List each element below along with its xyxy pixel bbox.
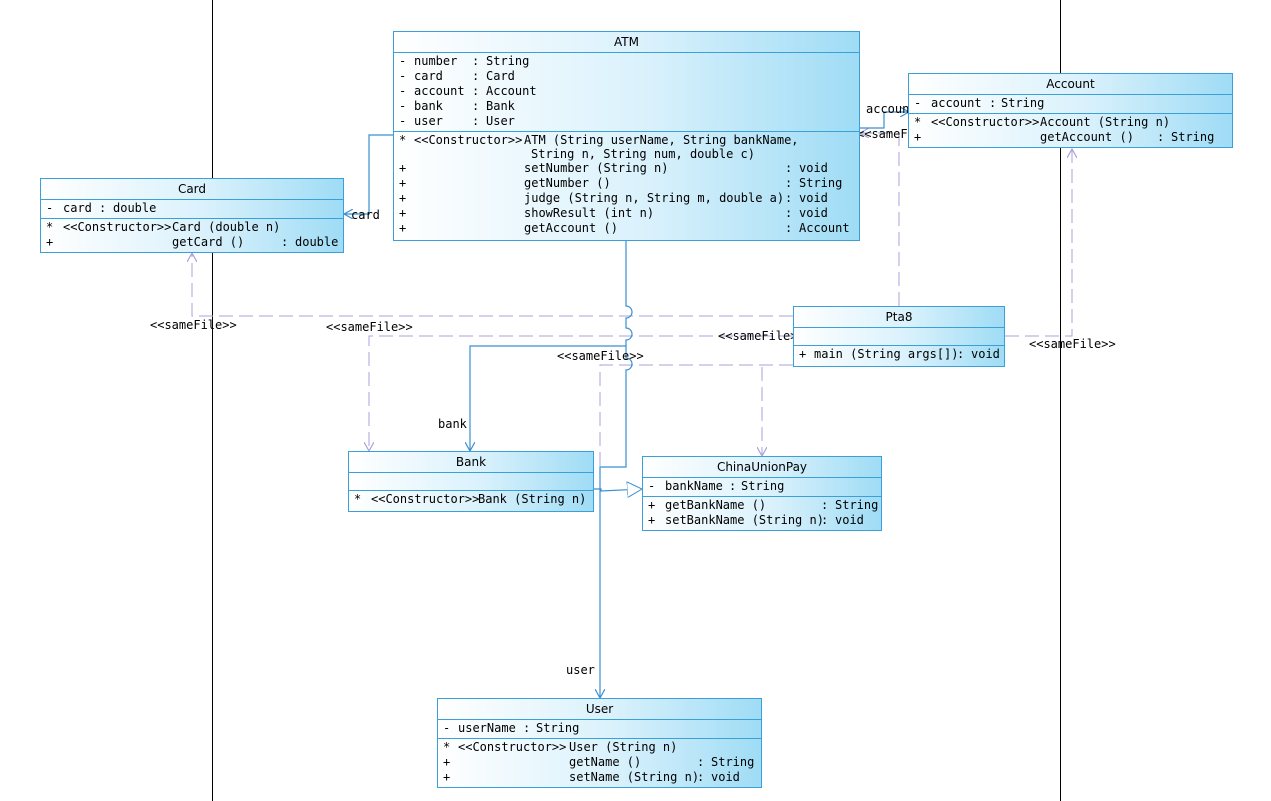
operation-row: +getNumber ():String [399,176,843,190]
attributes-compartment: -bankName:String [643,478,881,497]
label-account-role: account [866,102,917,116]
operation-row: +setName (String n):void [443,770,740,784]
operations-compartment: * <<Constructor>> ATM (String userName, … [394,132,859,238]
label-samefile-account: <<sameFile>> [1029,337,1116,351]
attribute-row: -number:String [399,54,530,68]
label-samefile-card: <<sameFile>> [150,318,237,332]
class-name: ChinaUnionPay [643,457,881,478]
class-name: ATM [394,32,859,53]
operations-compartment: *<<Constructor>>User (String n) +getName… [438,739,761,787]
generalization-bank-chinaunionpay [594,489,642,491]
attribute-row: -account:Account [399,84,537,98]
attributes-compartment: -number:String -card:Card -account:Accou… [394,53,859,132]
class-name: Card [41,179,343,200]
constructor-row: * <<Constructor>> ATM (String userName, … [399,133,799,161]
association-atm-user [600,346,633,698]
dependency-pta8-account-left [860,133,900,306]
label-user-role: user [566,663,595,677]
label-samefile-pta8: <<sameFile> [718,329,798,343]
constructor-row: *<<Constructor>>Bank (String n) [354,492,587,506]
attributes-compartment: -userName:String [438,720,761,739]
association-atm-bank [470,240,633,451]
operations-compartment: +main (String args[]):void [794,346,1004,364]
association-atm-account [860,112,909,129]
attributes-compartment: -card:double [41,200,343,219]
operation-row: +getAccount ():String [914,130,1215,144]
operations-compartment: *<<Constructor>>Card (double n) +getCard… [41,219,343,252]
label-bank-role: bank [438,417,467,431]
operations-compartment: +getBankName ():String +setBankName (Str… [643,497,881,530]
class-name: User [438,699,761,720]
attribute-row: -account:String [914,96,1045,110]
label-samefile-bank: <<sameFile>> [326,320,413,334]
attribute-row: -bank:Bank [399,99,515,113]
operation-row: +getCard ():double [46,235,339,249]
class-account[interactable]: Account -account:String *<<Constructor>>… [908,73,1233,148]
operation-row: +getName ():String [443,755,755,769]
dependency-pta8-user [599,364,793,470]
association-atm-card [344,134,394,214]
operation-row: +showResult (int n):void [399,206,828,220]
operation-row: +judge (String n, String m, double a):vo… [399,191,828,205]
attribute-row: -card:double [46,201,157,215]
class-atm[interactable]: ATM -number:String -card:Card -account:A… [393,31,860,241]
attribute-row: -bankName:String [648,479,785,493]
operation-row: +setBankName (String n):void [648,513,864,527]
class-user[interactable]: User -userName:String *<<Constructor>>Us… [437,698,762,788]
dependency-pta8-account-right [1005,149,1072,337]
constructor-row: *<<Constructor>>Card (double n) [46,220,281,234]
attributes-compartment: -account:String [909,95,1232,114]
class-chinaunionpay[interactable]: ChinaUnionPay -bankName:String +getBankN… [642,456,882,531]
operation-row: +setNumber (String n):void [399,161,828,175]
operations-compartment: *<<Constructor>>Account (String n) +getA… [909,114,1232,147]
dependency-pta8-card [192,253,793,317]
class-name: Bank [349,452,593,473]
attribute-row: -userName:String [443,721,580,735]
label-samefile-account-truncated: <<sameF: [857,127,915,141]
label-samefile-chinaunionpay: <<sameFile>> [557,349,644,363]
class-pta8[interactable]: Pta8 +main (String args[]):void [793,306,1005,367]
operation-row: +getAccount ():Account [399,221,850,235]
class-name: Account [909,74,1232,95]
attribute-row: -user:User [399,114,515,128]
attributes-compartment [794,328,1004,346]
class-name: Pta8 [794,307,1004,328]
class-card[interactable]: Card -card:double *<<Constructor>>Card (… [40,178,344,253]
attributes-compartment [349,473,593,491]
operation-row: +getBankName ():String [648,498,879,512]
constructor-row: *<<Constructor>>Account (String n) [914,115,1171,129]
operations-compartment: *<<Constructor>>Bank (String n) [349,491,593,509]
dependency-pta8-bank [369,335,793,451]
label-card-role: card [351,208,380,222]
constructor-row: *<<Constructor>>User (String n) [443,740,678,754]
attribute-row: -card:Card [399,69,515,83]
operation-row: +main (String args[]):void [799,347,1000,361]
class-bank[interactable]: Bank *<<Constructor>>Bank (String n) [348,451,594,512]
